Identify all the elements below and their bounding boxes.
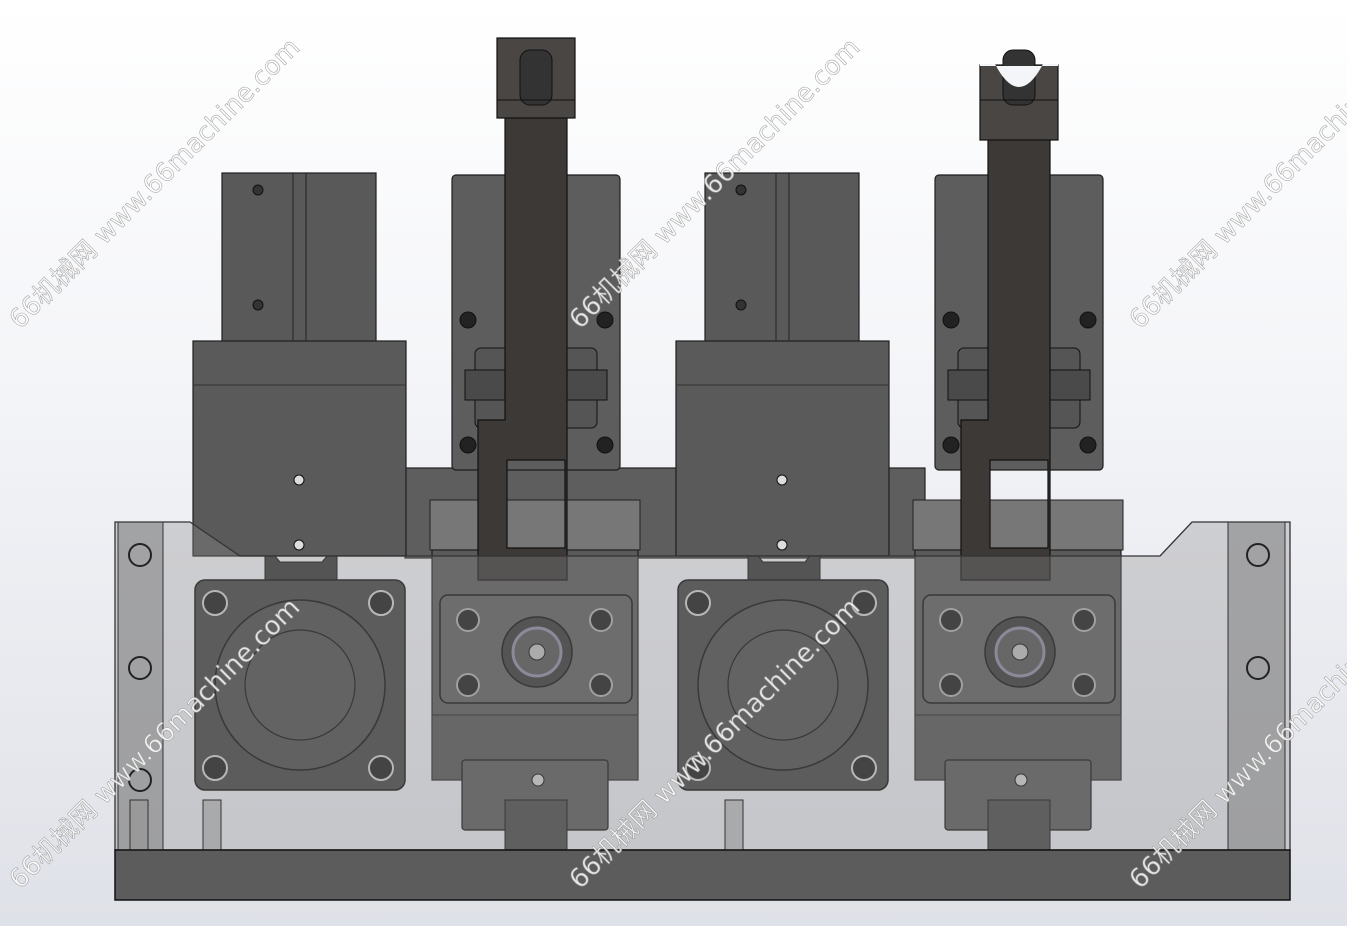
watermark-text: 66机械网 www.66machine.com [1124,33,1347,335]
bolt-hole [735,299,747,311]
bolt-hole [252,299,264,311]
motor-gearbox [192,340,407,557]
transparent-housing [114,521,1291,851]
motor-unit-2 [675,172,890,791]
motor-top-block [221,172,377,344]
locating-pin [202,799,222,851]
locating-pin [724,799,744,851]
left-rail [117,521,164,851]
motor-gearbox [675,340,890,557]
motor-top-block [704,172,860,344]
gripper-unit-2 [912,49,1124,859]
clamp-u-notch [980,64,1058,87]
gripper-side-block [912,499,1124,551]
bolt-hole [252,184,264,196]
base-plate [114,849,1291,901]
gripper-unit [429,37,641,859]
motor-unit [192,172,407,791]
gripper-side-block [429,499,641,551]
right-rail [1227,521,1286,851]
locating-pin [129,799,149,851]
bolt-hole [735,184,747,196]
